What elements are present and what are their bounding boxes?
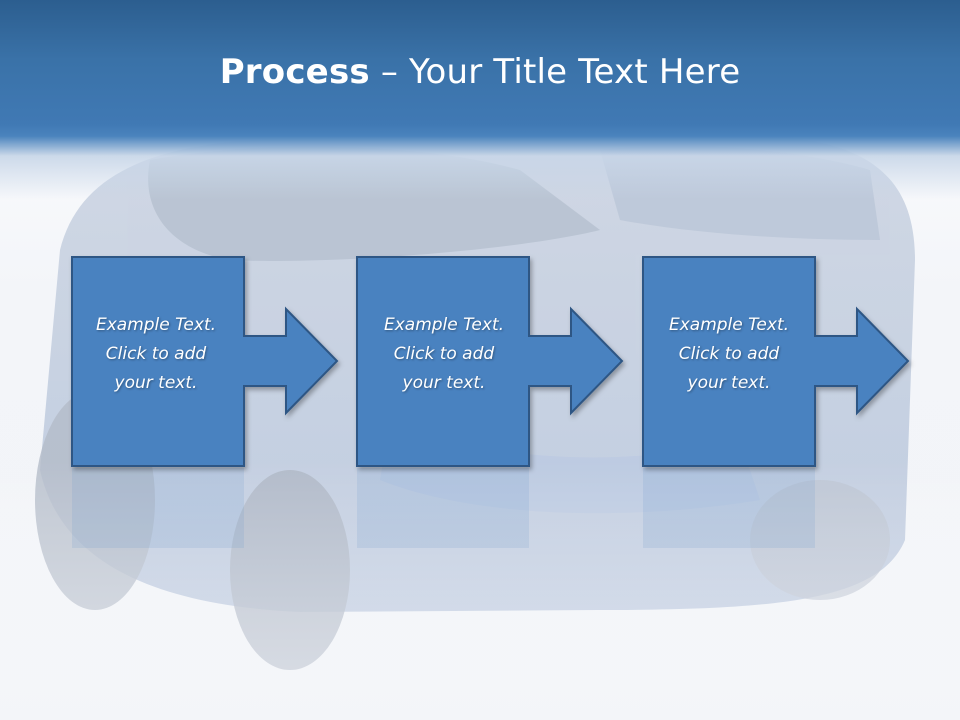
slide-title: Process – Your Title Text Here [0, 52, 960, 92]
step-1-box-arrow-shape[interactable] [71, 256, 339, 467]
title-bold: Process [219, 52, 370, 92]
step-1-line-2: Click to add [105, 344, 207, 364]
step-3-line-1: Example Text. [668, 315, 790, 335]
step-3-box-arrow-shape[interactable] [642, 256, 910, 467]
step-2-line-2: Click to add [393, 344, 495, 364]
step-2-box-arrow-shape[interactable] [356, 256, 624, 467]
title-rest: – Your Title Text Here [369, 52, 741, 92]
step-1-line-1: Example Text. [95, 315, 217, 335]
header-band [0, 0, 960, 200]
step-2-text[interactable]: Example Text. Click to add your text. [359, 311, 529, 398]
step-2-line-3: your text. [402, 373, 486, 393]
step-3-text[interactable]: Example Text. Click to add your text. [644, 311, 814, 398]
step-1-line-3: your text. [114, 373, 198, 393]
step-1-text[interactable]: Example Text. Click to add your text. [71, 311, 241, 398]
step-2-line-1: Example Text. [383, 315, 505, 335]
step-3-line-2: Click to add [678, 344, 780, 364]
step-3-line-3: your text. [687, 373, 771, 393]
